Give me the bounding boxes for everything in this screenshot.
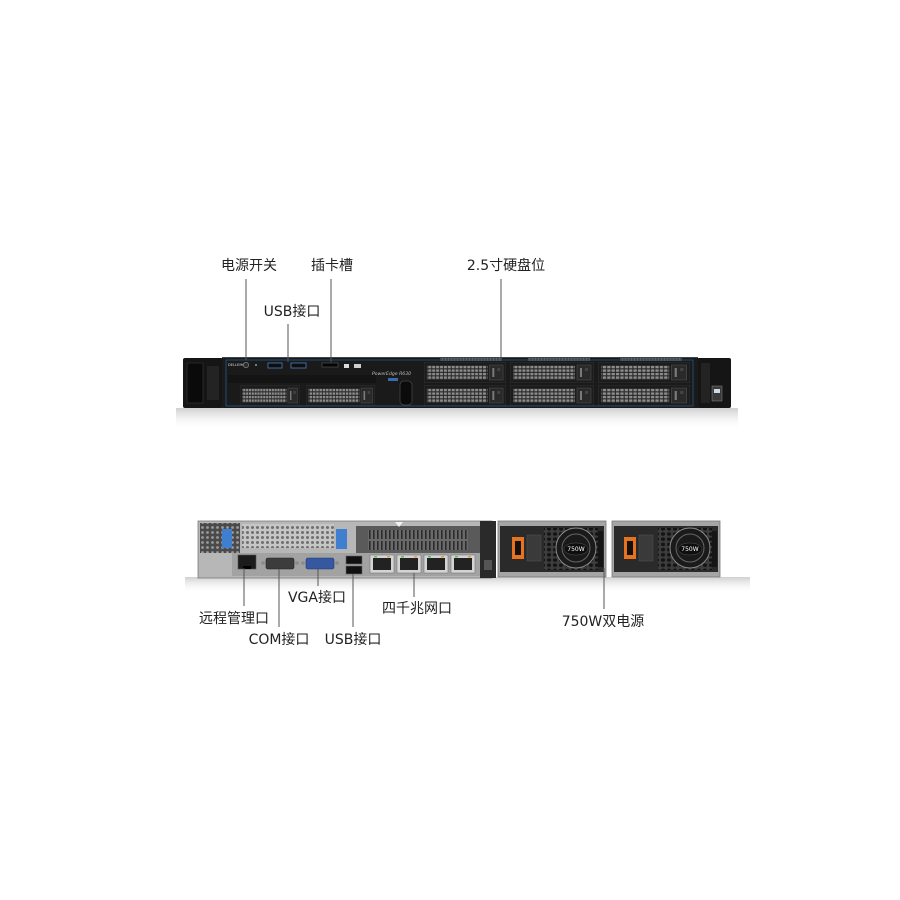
drive-bay — [598, 385, 690, 406]
nic-port — [369, 554, 395, 574]
callout-front-usb-label: USB接口 — [264, 303, 321, 320]
gigabit-nic-ports — [369, 554, 476, 574]
drive-bay — [510, 362, 594, 383]
power-button — [243, 362, 249, 368]
control-panel: DELLEMC PowerEdge R630 — [228, 362, 413, 406]
psu-2-rating: 750W — [681, 546, 698, 553]
left-rack-ear — [183, 358, 223, 408]
callout-power-switch-label: 电源开关 — [221, 258, 277, 274]
callout-drive-bays-label: 2.5寸硬盘位 — [467, 257, 545, 274]
callout-vga-label: VGA接口 — [288, 589, 346, 606]
psu-release-handle — [712, 531, 717, 567]
callout-remote-management-label: 远程管理口 — [199, 611, 269, 627]
callout-rear-usb-label: USB接口 — [325, 631, 382, 648]
nic-port — [423, 554, 449, 574]
drive-bay — [424, 362, 506, 383]
service-tag — [711, 385, 723, 402]
psu-1-rating: 750W — [567, 546, 584, 553]
front-reflection — [176, 408, 738, 430]
rear-reflection — [185, 577, 750, 593]
pcie-slot-bracket — [368, 530, 468, 550]
brand-logo: DELLEMC — [228, 363, 245, 367]
drive-bay — [510, 385, 594, 406]
server-rear-view: 750W 750W — [185, 520, 750, 593]
top-vent-strip — [440, 358, 502, 361]
vga-port — [301, 557, 339, 570]
front-highlight-outline — [225, 359, 694, 407]
psu-release-handle — [598, 531, 603, 567]
top-vent-strip — [620, 358, 682, 361]
top-vent-strip — [528, 358, 590, 361]
model-badge — [388, 378, 398, 381]
rear-usb-ports — [345, 555, 363, 575]
id-button — [344, 364, 349, 368]
front-callouts: 电源开关 插卡槽 2.5寸硬盘位 USB接口 — [221, 257, 545, 362]
callout-psu-label: 750W双电源 — [562, 614, 645, 630]
riser-blue-tab — [222, 529, 232, 548]
power-supply-1 — [497, 520, 607, 578]
drive-bay — [598, 362, 690, 383]
nic-port — [396, 554, 422, 574]
com-port — [261, 557, 299, 570]
rear-callouts: 远程管理口 VGA接口 四千兆网口 COM接口 USB接口 750W双电源 — [199, 568, 644, 648]
model-name: PowerEdge R630 — [372, 371, 411, 377]
drive-bay — [424, 385, 506, 406]
top-cover-latch — [395, 522, 403, 527]
front-usb-port — [267, 362, 283, 369]
riser-blue-tab — [336, 529, 347, 549]
bezel-handle — [399, 380, 413, 406]
rear-left-vent-block — [200, 523, 240, 553]
front-usb-port — [290, 362, 307, 369]
callout-com-label: COM接口 — [249, 631, 310, 648]
drive-bay — [240, 385, 300, 406]
card-slot — [321, 362, 339, 368]
rear-vent-grille — [242, 524, 334, 548]
nic-port — [450, 554, 476, 574]
right-rack-ear — [697, 358, 731, 408]
callout-nic-label: 四千兆网口 — [382, 601, 452, 617]
server-front-view: DELLEMC PowerEdge R630 — [176, 357, 738, 430]
vga-front-port — [354, 364, 361, 368]
status-led — [255, 364, 257, 366]
idrac-port — [237, 554, 257, 570]
power-supply-2 — [611, 520, 721, 578]
callout-card-slot-label: 插卡槽 — [311, 258, 353, 274]
drive-bay — [306, 385, 375, 406]
